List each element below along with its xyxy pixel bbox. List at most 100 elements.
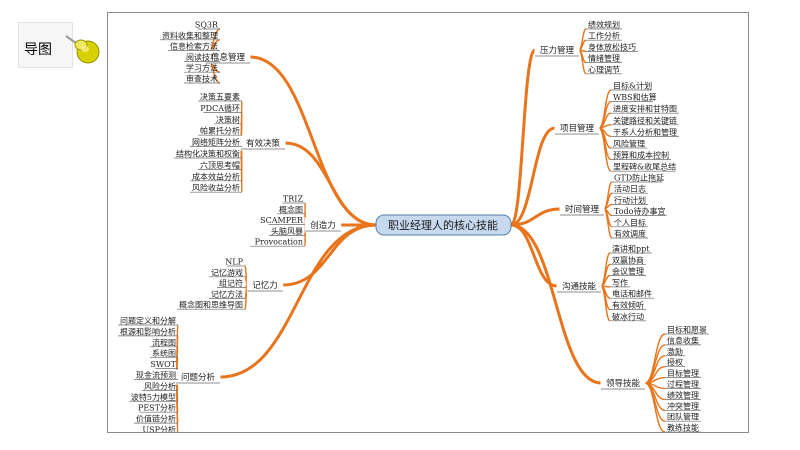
leaf-node[interactable]: 六顶思考帽: [198, 160, 242, 170]
leaf-node[interactable]: 团队管理: [665, 412, 701, 422]
central-topic-label: 职业经理人的核心技能: [388, 218, 498, 232]
leaf-node[interactable]: 系统图: [150, 348, 178, 358]
leaf-label: WBS和估算: [613, 92, 657, 102]
leaf-node[interactable]: 绩效规划: [586, 20, 622, 30]
leaf-node[interactable]: PDCA循环: [200, 103, 242, 113]
leaf-node[interactable]: WBS和估算: [611, 92, 657, 102]
leaf-node[interactable]: 价值链分析: [134, 414, 178, 424]
leaf-node[interactable]: 决策五要素: [198, 92, 242, 102]
leaf-node[interactable]: 决策树: [214, 114, 242, 124]
leaf-label: 头脑风暴: [271, 226, 303, 236]
leaf-node[interactable]: 教练技能: [665, 423, 701, 433]
branch-node-decision[interactable]: 有效决策: [240, 135, 286, 151]
branch-node-info[interactable]: 信息管理: [205, 49, 251, 65]
leaf-node[interactable]: 进度安排和甘特图: [611, 104, 679, 114]
leaf-node[interactable]: 演讲和ppt: [610, 244, 652, 254]
leaf-node[interactable]: Todo待办事宜: [612, 206, 667, 216]
leaf-node[interactable]: 关键路径和关键链: [611, 115, 679, 125]
leaf-node[interactable]: 现金流预测: [134, 370, 178, 380]
leaf-label: 根源和影响分析: [120, 326, 176, 336]
leaf-node[interactable]: 流程图: [150, 337, 178, 347]
leaf-node[interactable]: 干系人分析和管理: [611, 127, 679, 137]
leaf-node[interactable]: 学习方法: [184, 63, 220, 73]
leaf-node[interactable]: 审查技术: [184, 74, 220, 84]
leaf-node[interactable]: USP分析: [142, 425, 178, 434]
leaf-node[interactable]: 写作: [610, 277, 630, 287]
leaf-node[interactable]: 电话和邮件: [610, 289, 654, 299]
leaf-node[interactable]: 破冰行动: [610, 311, 646, 321]
leaf-node[interactable]: NLP: [225, 258, 245, 267]
leaf-node[interactable]: 激励: [665, 346, 685, 356]
branch-node-lead[interactable]: 领导技能: [600, 375, 646, 391]
leaf-node[interactable]: Provocation: [249, 238, 305, 247]
leaf-node[interactable]: 目标&计划: [611, 81, 652, 91]
leaf-node[interactable]: 行动计划: [612, 195, 648, 205]
leaf-node[interactable]: 记忆游戏: [209, 267, 245, 277]
leaf-node[interactable]: 过程管理: [665, 379, 701, 389]
leaf-node[interactable]: 结构化决策和权衡: [174, 149, 242, 159]
leaf-node[interactable]: 有效调度: [612, 229, 648, 239]
leaf-node[interactable]: 目标管理: [665, 368, 701, 378]
leaf-label: 演讲和ppt: [612, 244, 650, 254]
leaf-node[interactable]: 网络矩阵分析: [190, 137, 242, 147]
leaf-node[interactable]: 会议管理: [610, 266, 646, 276]
leaf-node[interactable]: 风险管理: [611, 139, 647, 149]
leaf-label: 帕累托分析: [200, 126, 240, 136]
leaf-node[interactable]: 活动日志: [612, 184, 648, 194]
leaf-label: 绩效管理: [667, 390, 699, 400]
leaf-node[interactable]: 心理调节: [586, 65, 622, 74]
leaf-node[interactable]: 波特5力模型: [129, 392, 178, 402]
leaf-node[interactable]: 有效倾听: [610, 300, 646, 310]
leaf-node[interactable]: 记忆方法: [209, 289, 245, 299]
leaf-label: 风险分析: [144, 381, 176, 391]
leaf-label: 团队管理: [667, 412, 699, 422]
leaf-node[interactable]: 目标和愿景: [665, 325, 709, 335]
leaf-node[interactable]: 预算和成本控制: [611, 150, 671, 160]
leaf-node[interactable]: 概念图: [277, 204, 305, 214]
leaf-connector: [600, 285, 611, 322]
branch-node-stress[interactable]: 压力管理: [534, 42, 580, 58]
leaf-node[interactable]: 情绪管理: [586, 53, 622, 63]
leaf-node[interactable]: 阅读技巧: [184, 52, 220, 62]
leaf-node[interactable]: SWOT: [150, 360, 178, 369]
branch-connector-lead: [509, 223, 603, 385]
leaf-label: 教练技能: [667, 423, 699, 433]
leaf-node[interactable]: 头脑风暴: [269, 226, 305, 236]
leaf-node[interactable]: 双赢协商: [610, 255, 646, 265]
leaf-node[interactable]: 里程碑&收尾总结: [611, 162, 676, 172]
leaf-label: 身体放松技巧: [588, 42, 636, 52]
leaf-node[interactable]: 组记符: [217, 278, 245, 288]
leaf-node[interactable]: 帕累托分析: [198, 126, 242, 136]
leaf-node[interactable]: SQ3R: [195, 21, 220, 30]
leaf-node[interactable]: 资料收集和整理: [160, 30, 220, 40]
leaf-node[interactable]: GTD防止拖延: [612, 173, 664, 183]
leaf-node[interactable]: 概念图和思维导图: [177, 300, 245, 310]
leaf-node[interactable]: 信息检索方法: [168, 41, 220, 51]
leaf-node[interactable]: 工作分析: [586, 31, 622, 41]
branch-node-comm[interactable]: 沟通技能: [556, 278, 602, 294]
branch-node-time[interactable]: 时间管理: [559, 201, 605, 217]
leaf-connector: [578, 49, 587, 75]
branch-node-project[interactable]: 项目管理: [554, 120, 600, 136]
central-topic[interactable]: 职业经理人的核心技能: [375, 214, 512, 236]
leaf-node[interactable]: 个人目标: [612, 217, 648, 227]
leaf-node[interactable]: 风险分析: [142, 381, 178, 391]
branch-node-creative[interactable]: 创造力: [304, 217, 342, 233]
branch-node-problem[interactable]: 问题分析: [175, 369, 221, 385]
leaf-node[interactable]: 信息收集: [665, 335, 701, 345]
leaf-label: 学习方法: [186, 63, 218, 73]
leaf-node[interactable]: 身体放松技巧: [586, 42, 638, 52]
leaf-node[interactable]: 绩效管理: [665, 390, 701, 400]
leaf-node[interactable]: 授权: [665, 357, 685, 367]
leaf-node[interactable]: 风险收益分析: [190, 183, 242, 193]
leaf-node[interactable]: 根源和影响分析: [118, 326, 178, 336]
leaf-node[interactable]: 成本效益分析: [190, 171, 242, 181]
leaf-node[interactable]: 冲突管理: [665, 401, 701, 411]
leaf-node[interactable]: PEST分析: [138, 403, 178, 413]
leaf-node[interactable]: 问题定义和分解: [118, 316, 178, 326]
branch-label-lead: 领导技能: [606, 378, 641, 389]
branch-node-memory[interactable]: 记忆力: [246, 277, 284, 293]
leaf-node[interactable]: SCAMPER: [260, 216, 305, 225]
leaf-node[interactable]: TRIZ: [282, 195, 305, 204]
